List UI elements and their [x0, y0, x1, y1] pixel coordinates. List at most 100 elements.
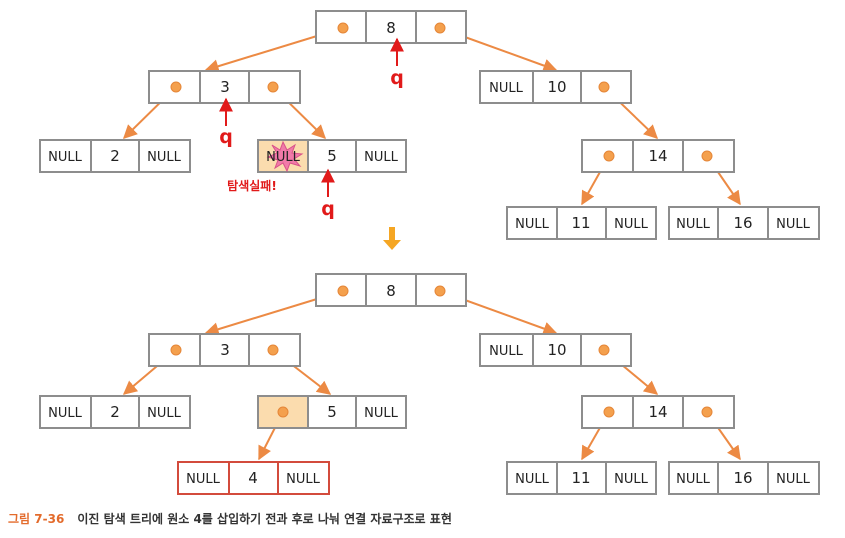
- node-3: 3: [148, 333, 301, 367]
- node-value: 16: [733, 469, 752, 487]
- node-value: 11: [571, 214, 590, 232]
- figure-caption: 그림 7-36 이진 탐색 트리에 원소 4를 삽입하기 전과 후로 나눠 연결…: [8, 508, 452, 527]
- right-null-cell: [767, 461, 820, 495]
- null-label: NULL: [676, 472, 710, 487]
- tree-after: 8 3 NULL 10 NULL 2 NULL: [39, 273, 820, 495]
- right-null-cell: [138, 395, 191, 429]
- data-cell: [228, 461, 279, 495]
- tree-before: 8 3 NULL 10 NULL 2 NULL: [39, 10, 820, 240]
- node-11: NULL 11 NULL: [506, 461, 657, 495]
- node-2: NULL 2 NULL: [39, 139, 191, 173]
- pointer-label: q: [219, 126, 233, 148]
- link-dot: [701, 406, 713, 418]
- null-label: NULL: [186, 472, 220, 487]
- node-value: 3: [220, 78, 230, 96]
- right-null-cell: [355, 395, 407, 429]
- link-dot: [603, 150, 615, 162]
- pointer-label: q: [321, 198, 335, 220]
- node-value: 14: [648, 403, 667, 421]
- data-cell: [365, 273, 417, 307]
- burst-icon: [266, 140, 304, 173]
- node-10: NULL 10: [479, 70, 632, 104]
- null-label: NULL: [147, 406, 181, 421]
- null-label: NULL: [776, 217, 810, 232]
- pointer-label: q: [390, 67, 404, 89]
- null-label: NULL: [266, 150, 300, 165]
- null-label: NULL: [676, 217, 710, 232]
- link-dot: [598, 81, 610, 93]
- node-4-new: NULL 4 NULL: [177, 461, 330, 495]
- data-cell: [307, 139, 357, 173]
- right-null-cell: [355, 139, 407, 173]
- link-dot: [337, 22, 349, 34]
- link-dot: [170, 81, 182, 93]
- node-5: 5 NULL: [257, 395, 407, 429]
- left-null-cell: [506, 461, 558, 495]
- null-label: NULL: [48, 406, 82, 421]
- node-root: 8: [315, 273, 467, 307]
- node-value: 10: [547, 78, 566, 96]
- link-dot: [337, 285, 349, 297]
- link-dot: [267, 344, 279, 356]
- node-14: 14: [581, 395, 735, 429]
- node-11: NULL 11 NULL: [506, 206, 657, 240]
- node-2: NULL 2 NULL: [39, 395, 191, 429]
- null-label: NULL: [515, 472, 549, 487]
- node-value: 5: [327, 403, 337, 421]
- right-null-cell: [605, 206, 657, 240]
- data-cell: [556, 461, 607, 495]
- node-value: 3: [220, 341, 230, 359]
- node-3: 3: [148, 70, 301, 104]
- node-root: 8: [315, 10, 467, 44]
- link-dot: [603, 406, 615, 418]
- node-value: 8: [386, 19, 396, 37]
- caption-number: 그림 7-36: [8, 512, 64, 526]
- right-null-cell: [767, 206, 820, 240]
- link-dot: [434, 22, 446, 34]
- left-null-cell: [39, 395, 92, 429]
- null-label: NULL: [776, 472, 810, 487]
- link-dot: [598, 344, 610, 356]
- pointer-q-node5: q: [321, 168, 335, 220]
- null-label: NULL: [489, 344, 523, 359]
- search-fail-label: 탐색실패!: [227, 178, 277, 193]
- node-value: 11: [571, 469, 590, 487]
- node-value: 5: [327, 147, 337, 165]
- null-label: NULL: [147, 150, 181, 165]
- node-16: NULL 16 NULL: [668, 461, 820, 495]
- data-cell: [532, 333, 582, 367]
- null-label: NULL: [364, 406, 398, 421]
- pointer-q-node3: q: [219, 97, 233, 148]
- caption-line: 그림 7-36 이진 탐색 트리에 원소 4를 삽입하기 전과 후로 나눠 연결…: [8, 508, 452, 527]
- left-null-cell: [479, 333, 534, 367]
- link-dot: [434, 285, 446, 297]
- node-value: 4: [248, 469, 258, 487]
- node-16: NULL 16 NULL: [668, 206, 820, 240]
- link-dot: [267, 81, 279, 93]
- node-value: 2: [110, 147, 120, 165]
- null-label: NULL: [614, 472, 648, 487]
- node-14: 14: [581, 139, 735, 173]
- null-label: NULL: [614, 217, 648, 232]
- data-cell: [717, 206, 769, 240]
- link-dot: [701, 150, 713, 162]
- node-value: 16: [733, 214, 752, 232]
- null-label: NULL: [364, 150, 398, 165]
- node-value: 10: [547, 341, 566, 359]
- node-5: NULL 5 NULL: [257, 139, 407, 173]
- node-10: NULL 10: [479, 333, 632, 367]
- caption-text: 이진 탐색 트리에 원소 4를 삽입하기 전과 후로 나눠 연결 자료구조로 표…: [77, 511, 451, 526]
- right-null-cell: [277, 461, 330, 495]
- node-value: 8: [386, 282, 396, 300]
- link-dot: [170, 344, 182, 356]
- null-label: NULL: [286, 472, 320, 487]
- null-label: NULL: [515, 217, 549, 232]
- link-dot: [277, 406, 289, 418]
- null-label: NULL: [48, 150, 82, 165]
- left-null-cell: [668, 206, 719, 240]
- left-null-cell: [668, 461, 719, 495]
- data-cell: [90, 139, 140, 173]
- pointer-q-root: q: [390, 37, 404, 89]
- right-null-cell: [138, 139, 191, 173]
